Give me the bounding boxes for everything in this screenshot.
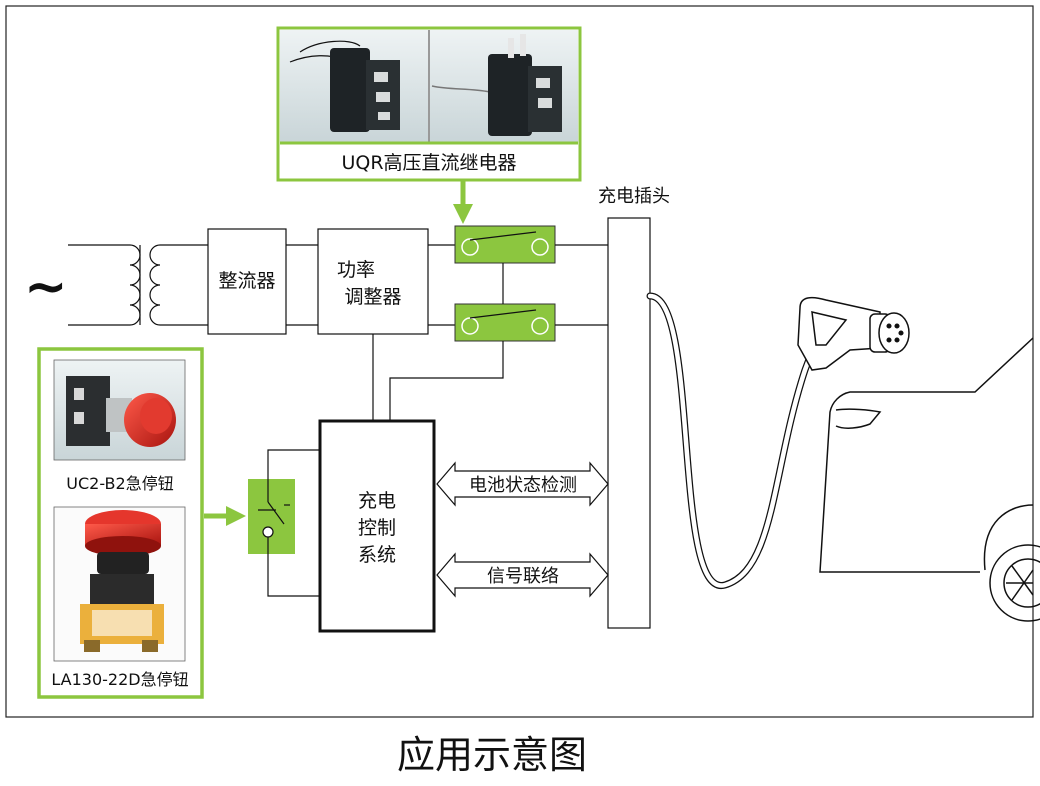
charge-control-line-3: 系统	[358, 544, 396, 566]
rectifier-label: 整流器	[218, 270, 275, 292]
rectifier-box	[207, 228, 287, 335]
battery-check-arrow	[436, 461, 609, 507]
power-regulator-box	[317, 228, 429, 335]
charging-plug-column	[607, 217, 651, 629]
signal-link-arrow	[436, 552, 609, 598]
power-regulator-line-2: 调整器	[344, 286, 401, 308]
relay-contact-lower	[454, 303, 556, 342]
charge-control-line-1: 充电	[358, 490, 396, 512]
transformer	[68, 244, 208, 326]
estop-1-caption: UC2-B2急停钮	[66, 474, 173, 493]
signal-link-label: 信号联络	[487, 566, 559, 587]
charge-control-line-2: 控制	[358, 517, 396, 539]
power-regulator-line-1: 功率	[337, 259, 375, 281]
estop-2-device	[80, 510, 164, 652]
estop-1-device	[66, 376, 176, 447]
charging-gun	[797, 296, 910, 371]
emergency-stop-switch	[248, 479, 295, 554]
relay-device-1	[289, 40, 400, 132]
estop-2-caption: LA130-22D急停钮	[51, 670, 188, 689]
relay-caption: UQR高压直流继电器	[341, 152, 516, 174]
charge-control-box	[318, 419, 436, 633]
outer-frame	[5, 5, 1034, 718]
plug-label: 充电插头	[598, 186, 670, 207]
battery-check-label: 电池状态检测	[469, 475, 577, 496]
ac-source-symbol: ~	[24, 257, 68, 317]
car-outline	[819, 337, 1040, 622]
estop-photo-panel: UC2-B2急停钮 LA130-22D急停钮	[37, 347, 204, 699]
relay-contact-upper	[454, 225, 556, 264]
figure-title: 应用示意图	[397, 733, 587, 777]
relay-device-2	[431, 34, 562, 136]
relay-photo-panel: UQR高压直流继电器	[276, 26, 582, 182]
